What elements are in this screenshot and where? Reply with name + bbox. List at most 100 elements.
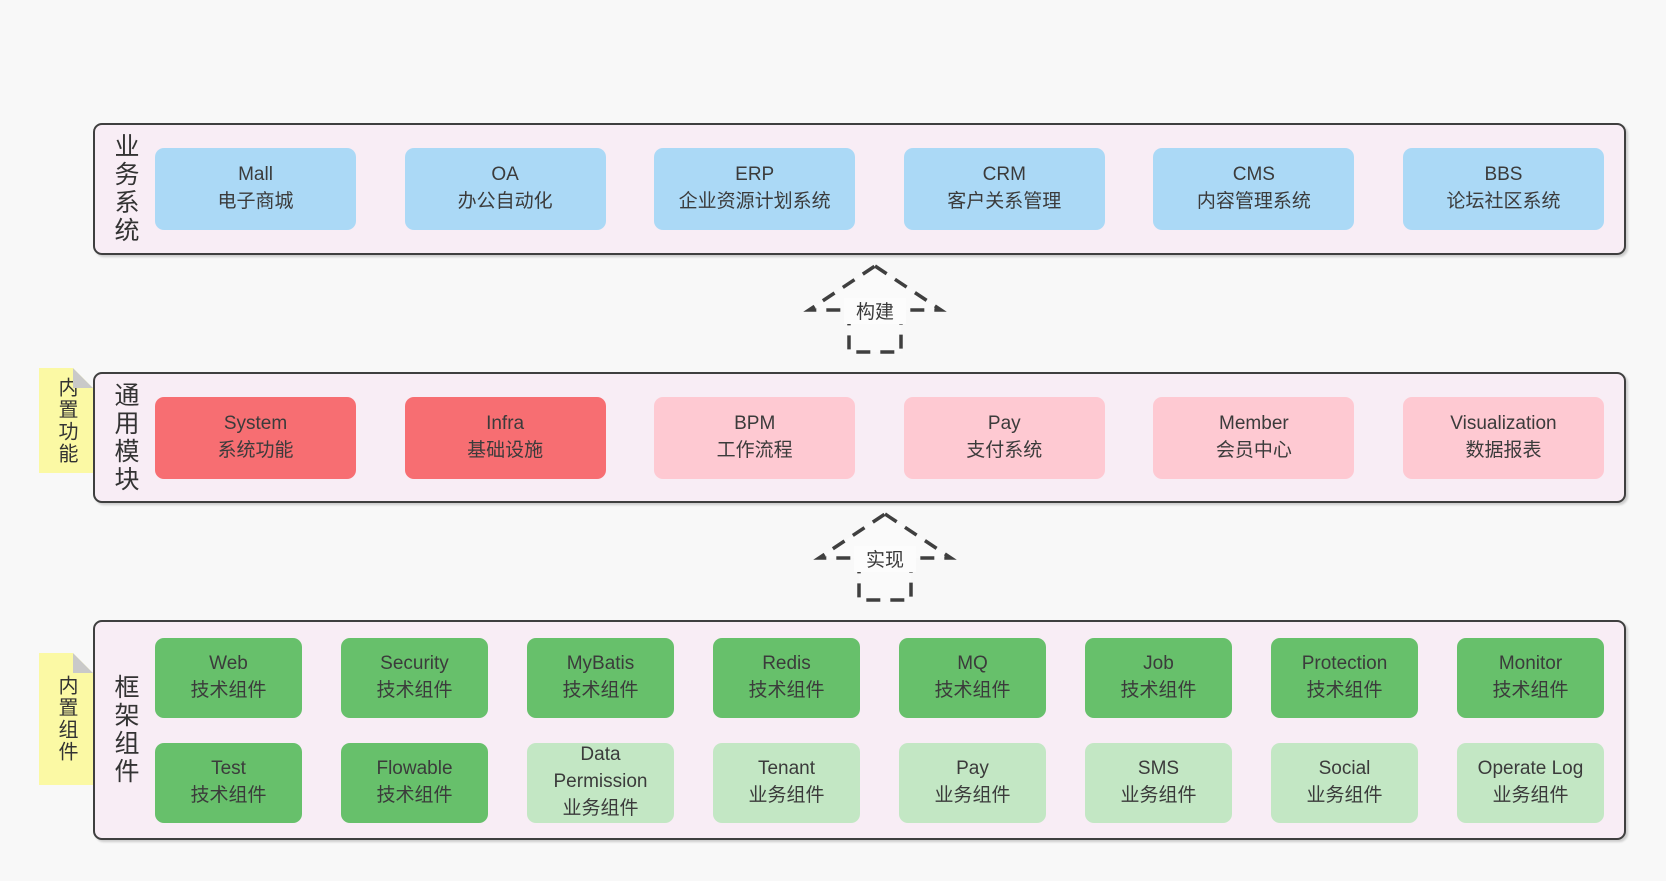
common-boxes-row: System 系统功能 Infra 基础设施 BPM 工作流程 Pay 支付系统… [155,396,1604,479]
box-cms: CMS 内容管理系统 [1153,148,1355,230]
box-oa: OA 办公自动化 [404,148,606,230]
box-title: CRM [982,164,1026,186]
box-title: System [223,412,288,434]
box-subtitle: 电子商城 [217,191,294,212]
box-subtitle: 技术组件 [1492,679,1569,701]
box-title: MyBatis [566,652,635,674]
box-title: CMS [1232,164,1275,186]
box-title: Infra [486,412,525,434]
dashed-up-arrow-implement: 实现 [813,511,957,602]
box-job: Job 技术组件 [1085,637,1232,718]
box-protection: Protection 技术组件 [1271,637,1418,718]
layer-panel-common-modules: 通用模块 System 系统功能 Infra 基础设施 BPM 工作流程 Pay… [93,372,1626,503]
box-flowable: Flowable 技术组件 [341,742,488,823]
box-title: BPM [734,412,776,434]
layer-label-framework-components: 框架组件 [111,674,139,786]
framework-row-1: Web 技术组件 Security 技术组件 MyBatis 技术组件 Redi… [155,637,1604,718]
box-visualization: Visualization 数据报表 [1402,396,1604,479]
box-test: Test 技术组件 [155,742,302,823]
dashed-up-arrow-build: 构建 [803,263,947,354]
layer-panel-framework-components: 框架组件 Web 技术组件 Security 技术组件 MyBatis 技术组件… [93,620,1626,840]
box-title: Operate Log [1477,757,1584,779]
box-subtitle: 会员中心 [1215,439,1292,461]
box-subtitle: 业务组件 [1306,784,1383,806]
box-subtitle: 技术组件 [1120,679,1197,701]
box-title: Member [1219,412,1289,434]
sticky-note-label: 内置功能 [55,376,77,465]
box-title: Data Permission [553,744,648,793]
box-mybatis: MyBatis 技术组件 [527,637,674,718]
box-subtitle: 技术组件 [934,679,1011,701]
box-subtitle: 技术组件 [562,679,639,701]
box-subtitle: 内容管理系统 [1196,191,1311,212]
folded-corner [73,368,93,388]
box-subtitle: 技术组件 [190,679,267,701]
box-subtitle: 论坛社区系统 [1446,191,1561,212]
box-pay-system: Pay 支付系统 [903,396,1105,479]
box-mq: MQ 技术组件 [899,637,1046,718]
box-title: Mall [238,164,273,186]
box-title: Social [1318,757,1371,779]
layer-panel-business-systems: 业务系统 Mall 电子商城 OA 办公自动化 ERP 企业资源计划系统 CRM… [93,123,1626,255]
box-crm: CRM 客户关系管理 [903,148,1105,230]
box-subtitle: 业务组件 [934,784,1011,806]
box-title: Security [380,652,449,674]
box-subtitle: 技术组件 [376,679,453,701]
box-title: Pay [956,757,989,779]
arrow-label: 实现 [866,549,904,571]
box-subtitle: 客户关系管理 [947,191,1062,212]
box-title: Monitor [1498,652,1563,674]
box-bpm: BPM 工作流程 [654,396,856,479]
box-title: Flowable [376,757,453,779]
box-subtitle: 企业资源计划系统 [678,191,831,212]
box-sms: SMS 业务组件 [1085,742,1232,823]
box-subtitle: 业务组件 [562,797,639,819]
box-social: Social 业务组件 [1271,742,1418,823]
box-subtitle: 办公自动化 [457,191,553,212]
box-title: Pay [987,412,1021,434]
layer-label-business-systems: 业务系统 [111,133,139,245]
box-subtitle: 支付系统 [966,439,1043,461]
sticky-note-built-in-components: 内置组件 [39,653,93,785]
box-tenant: Tenant 业务组件 [713,742,860,823]
business-boxes-row: Mall 电子商城 OA 办公自动化 ERP 企业资源计划系统 CRM 客户关系… [155,148,1604,230]
box-title: Test [211,757,246,779]
box-redis: Redis 技术组件 [713,637,860,718]
box-subtitle: 业务组件 [748,784,825,806]
box-web: Web 技术组件 [155,637,302,718]
framework-rows: Web 技术组件 Security 技术组件 MyBatis 技术组件 Redi… [155,637,1604,823]
box-pay-component: Pay 业务组件 [899,742,1046,823]
box-subtitle: 业务组件 [1492,784,1569,806]
box-subtitle: 技术组件 [190,784,267,806]
box-erp: ERP 企业资源计划系统 [654,148,856,230]
box-title: Visualization [1450,412,1557,434]
arrow-label-background [844,298,906,324]
box-bbs: BBS 论坛社区系统 [1402,148,1604,230]
box-title: Protection [1301,652,1388,674]
box-subtitle: 工作流程 [716,439,793,461]
layer-label-common-modules: 通用模块 [111,381,139,494]
box-subtitle: 技术组件 [376,784,453,806]
box-subtitle: 基础设施 [467,439,544,461]
box-infra: Infra 基础设施 [404,396,606,479]
folded-corner [73,653,93,673]
box-title: MQ [957,652,988,674]
box-title: Redis [762,652,811,674]
box-member: Member 会员中心 [1153,396,1355,479]
sticky-note-built-in-functions: 内置功能 [39,368,93,473]
arrow-label: 构建 [856,301,894,323]
box-operate-log: Operate Log 业务组件 [1457,742,1604,823]
sticky-note-label: 内置组件 [55,675,77,763]
box-title: Web [209,652,248,674]
box-monitor: Monitor 技术组件 [1457,637,1604,718]
box-security: Security 技术组件 [341,637,488,718]
box-mall: Mall 电子商城 [155,148,356,230]
framework-row-2: Test 技术组件 Flowable 技术组件 Data Permission … [155,742,1604,823]
box-title: Tenant [757,757,816,779]
box-system: System 系统功能 [155,396,356,479]
box-title: Job [1143,652,1174,674]
arrow-label-background [854,546,916,572]
box-title: ERP [735,164,775,186]
box-subtitle: 业务组件 [1120,784,1197,806]
box-data-permission: Data Permission 业务组件 [527,742,674,823]
